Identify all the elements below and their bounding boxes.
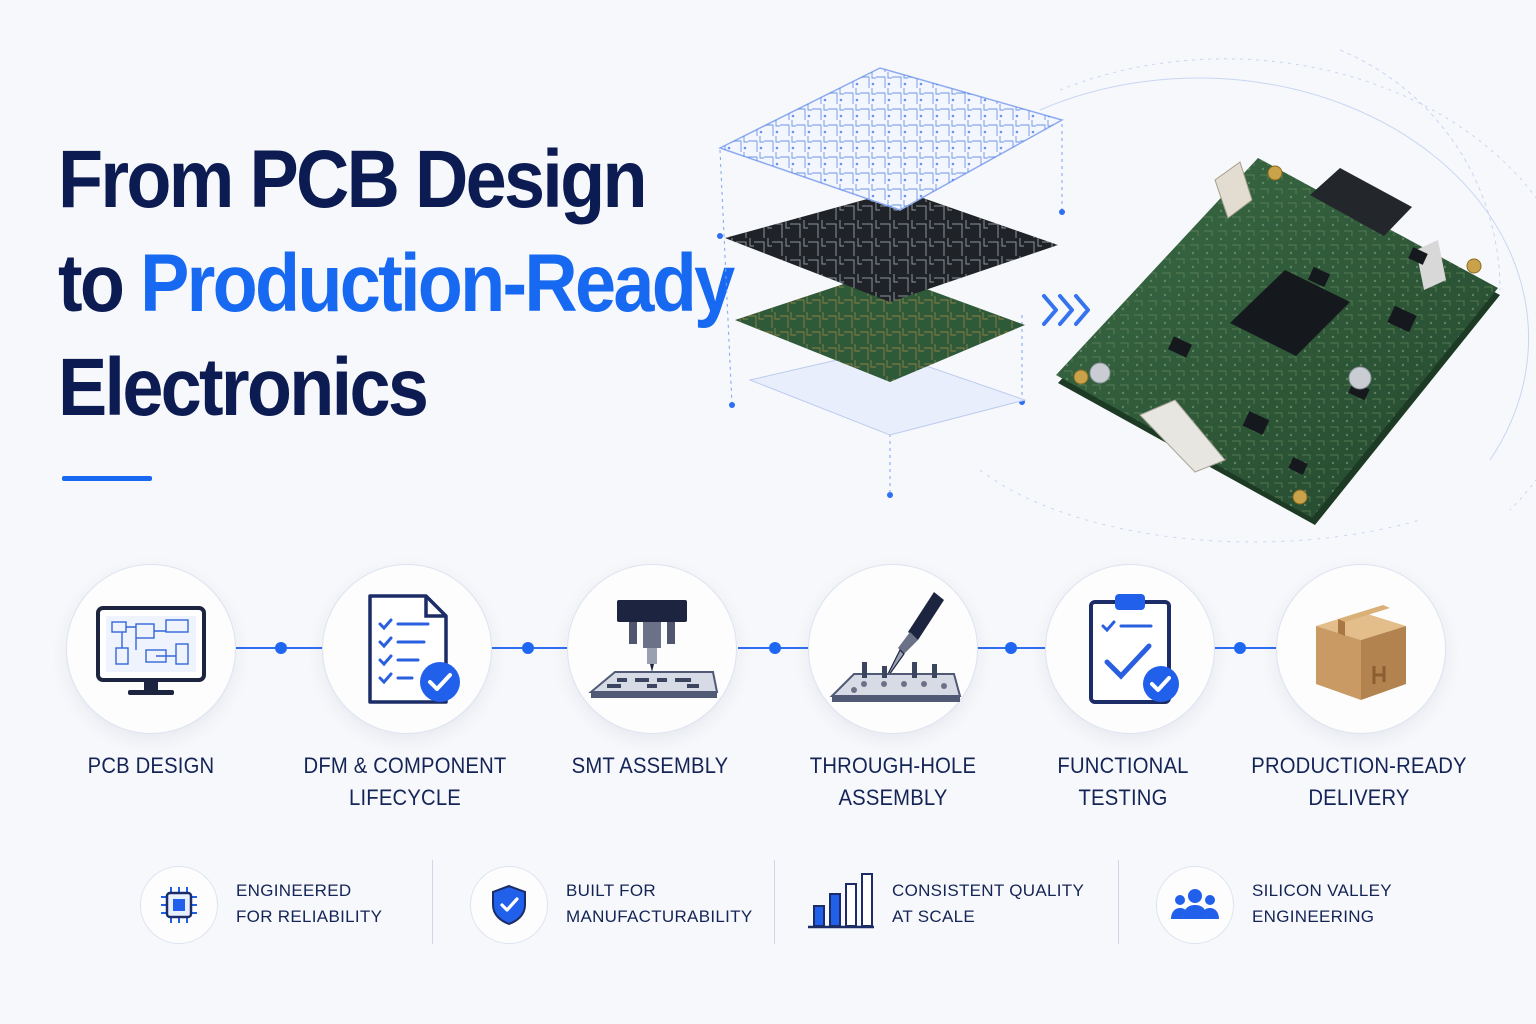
feature-line: ENGINEERED [236, 881, 352, 900]
step-label-production-ready-delivery: PRODUCTION-READY DELIVERY [1249, 750, 1470, 814]
feature-text: BUILT FOR MANUFACTURABILITY [566, 878, 786, 930]
process-steps: PCB DESIGN DFM & COMPONENT LIFECYCLE [0, 550, 1536, 820]
step-label-dfm-component-lifecycle: DFM & COMPONENT LIFECYCLE [295, 750, 516, 814]
headline-line-3: Electronics [58, 342, 429, 433]
hero-illustration [717, 49, 1536, 543]
monitor-schematic-icon [96, 606, 206, 695]
step-production-ready-delivery [1276, 564, 1446, 734]
feature-line: ENGINEERING [1252, 907, 1375, 926]
bar-chart-icon [808, 873, 874, 929]
step-label-line: LIFECYCLE [349, 785, 461, 810]
step-label-line: ASSEMBLY [838, 785, 948, 810]
feature-icon-wrap [470, 866, 548, 944]
team-icon [1171, 889, 1219, 919]
step-connector-5 [1200, 642, 1280, 654]
assembled-pcb-board [1056, 158, 1500, 525]
connector-dot [769, 642, 781, 654]
feature-consistent-quality: CONSISTENT QUALITY AT SCALE [800, 860, 1100, 950]
cardboard-box-icon [1316, 605, 1406, 700]
step-label-through-hole-assembly: THROUGH-HOLE ASSEMBLY [783, 750, 1004, 814]
feature-silicon-valley-engineering: SILICON VALLEY ENGINEERING [1156, 860, 1456, 950]
shield-check-icon [492, 884, 526, 926]
feature-engineered-for-reliability: ENGINEERED FOR RELIABILITY [140, 860, 430, 950]
feature-built-for-manufacturability: BUILT FOR MANUFACTURABILITY [470, 860, 770, 950]
pick-and-place-icon [588, 600, 719, 698]
step-label-line: PRODUCTION-READY [1251, 753, 1467, 778]
headline: From PCB Design to Production-Ready Elec… [58, 128, 735, 440]
step-label-line: FUNCTIONAL [1057, 753, 1189, 778]
feature-line: FOR RELIABILITY [236, 907, 383, 926]
step-through-hole-assembly [808, 564, 978, 734]
feature-text: ENGINEERED FOR RELIABILITY [236, 878, 456, 930]
checklist-document-icon [368, 594, 460, 704]
connector-dot [275, 642, 287, 654]
step-label-line: SMT ASSEMBLY [571, 753, 729, 778]
connector-dot [1005, 642, 1017, 654]
chip-icon [161, 887, 197, 923]
headline-line-2: to Production-Ready [58, 232, 735, 336]
step-connector-3 [738, 642, 812, 654]
feature-icon-wrap [1156, 866, 1234, 944]
clipboard-check-icon [1089, 594, 1179, 704]
soldering-iron-icon [829, 592, 962, 702]
step-label-line: DFM & COMPONENT [303, 753, 507, 778]
feature-line: AT SCALE [892, 907, 976, 926]
headline-line-1: From PCB Design [58, 134, 648, 225]
feature-line: MANUFACTURABILITY [566, 907, 753, 926]
feature-divider [1118, 860, 1119, 944]
title-underline [62, 476, 152, 481]
feature-divider [432, 860, 433, 944]
step-label-smt-assembly: SMT ASSEMBLY [540, 750, 761, 782]
step-label-line: DELIVERY [1308, 785, 1410, 810]
step-label-functional-testing: FUNCTIONAL TESTING [1013, 750, 1234, 814]
exploded-pcb-layers [717, 67, 1065, 498]
feature-line: BUILT FOR [566, 881, 656, 900]
feature-text: CONSISTENT QUALITY AT SCALE [892, 878, 1112, 930]
step-connector-4 [975, 642, 1047, 654]
feature-line: SILICON VALLEY [1252, 881, 1392, 900]
step-pcb-design [66, 564, 236, 734]
headline-line-2-prefix: to [58, 238, 141, 329]
headline-accent: Production-Ready [140, 238, 735, 329]
feature-divider [774, 860, 775, 944]
connector-dot [522, 642, 534, 654]
connector-dot [1234, 642, 1246, 654]
step-smt-assembly [567, 564, 737, 734]
step-dfm-component-lifecycle [322, 564, 492, 734]
step-label-line: TESTING [1078, 785, 1168, 810]
features-row: ENGINEERED FOR RELIABILITY BUILT FOR MAN… [0, 860, 1536, 950]
feature-icon-wrap [140, 866, 218, 944]
feature-line: CONSISTENT QUALITY [892, 881, 1085, 900]
triple-chevron-right-icon [1042, 294, 1090, 326]
step-connector-2 [486, 642, 570, 654]
step-label-line: PCB DESIGN [87, 753, 215, 778]
step-label-pcb-design: PCB DESIGN [41, 750, 262, 782]
decorative-arcs [979, 49, 1536, 543]
step-label-line: THROUGH-HOLE [809, 753, 977, 778]
feature-text: SILICON VALLEY ENGINEERING [1252, 878, 1472, 930]
step-connector-1 [236, 642, 326, 654]
step-functional-testing [1045, 564, 1215, 734]
